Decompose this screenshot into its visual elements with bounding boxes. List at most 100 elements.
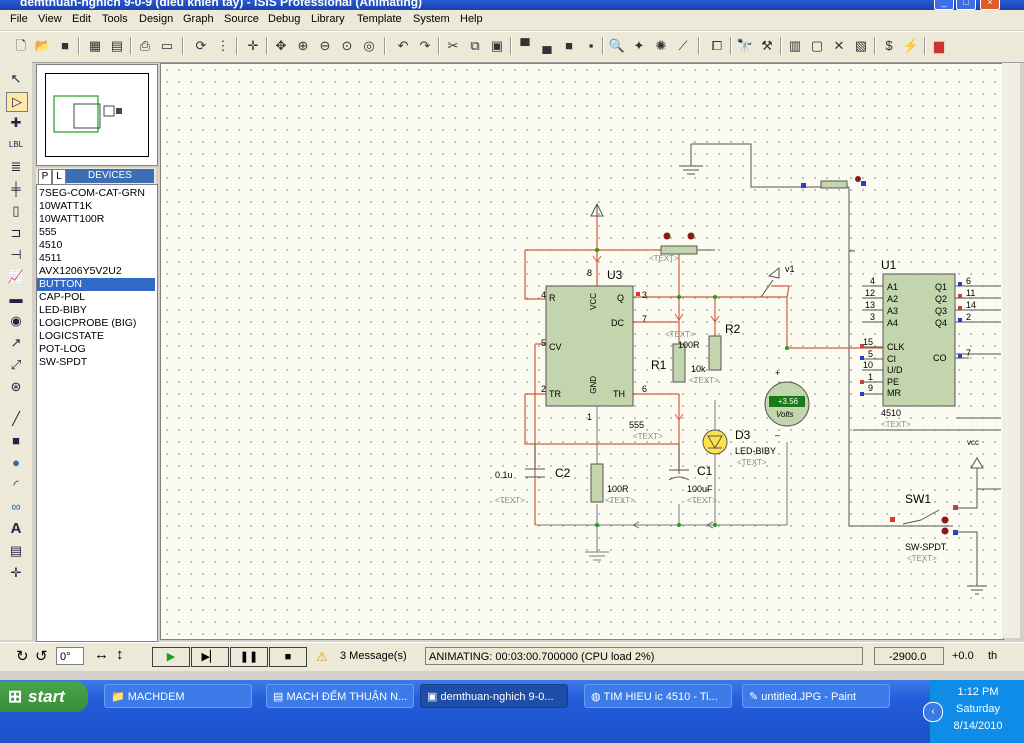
task-firefox[interactable]: ◍ TIM HIEU ic 4510 - Ti... <box>584 684 732 708</box>
device-item[interactable]: 4511 <box>39 252 62 264</box>
device-item[interactable]: CAP-POL <box>39 291 86 303</box>
device-item[interactable]: LED-BIBY <box>39 304 87 316</box>
tray-expand-icon[interactable]: ‹ <box>923 702 943 722</box>
zoom-area-icon[interactable]: ◎ <box>363 38 375 53</box>
remove-sheet-icon[interactable]: ▢ <box>810 38 824 53</box>
print-icon[interactable]: ⎙ <box>139 38 151 53</box>
device-item[interactable]: LOGICPROBE (BIG) <box>39 317 137 329</box>
bom-icon[interactable]: ▧ <box>854 38 868 53</box>
library-manager-button[interactable]: L <box>52 169 66 185</box>
undo-icon[interactable]: ↶ <box>397 38 409 53</box>
menu-file[interactable]: File <box>10 13 28 25</box>
block-move-icon[interactable]: ▄ <box>542 38 552 53</box>
wire-autorouter-icon[interactable]: ⧠ <box>711 38 723 53</box>
play-button[interactable]: ▶ <box>152 647 190 667</box>
page-setup-icon[interactable]: ▭ <box>160 38 174 53</box>
copy-icon[interactable]: ⧉ <box>470 38 480 53</box>
stop-button[interactable]: ■ <box>269 647 307 667</box>
zoom-all-icon[interactable]: ⊙ <box>341 38 353 53</box>
block-rotate-icon[interactable]: ■ <box>565 38 573 53</box>
packaging-icon[interactable]: ✺ <box>655 38 667 53</box>
text-icon[interactable]: A <box>10 520 22 537</box>
circle-icon[interactable]: ● <box>12 455 20 470</box>
import-icon[interactable]: ▦ <box>88 38 102 53</box>
messages-count[interactable]: 3 Message(s) <box>340 650 407 662</box>
device-item[interactable]: POT-LOG <box>39 343 86 355</box>
device-item[interactable]: 10WATT100R <box>39 213 105 225</box>
maximize-button[interactable]: □ <box>956 0 976 10</box>
device-pin-icon[interactable]: ⊣ <box>10 247 22 262</box>
exit-to-parent-icon[interactable]: ✕ <box>833 38 845 53</box>
close-button[interactable]: × <box>980 0 1000 10</box>
menu-graph[interactable]: Graph <box>183 13 214 25</box>
zoom-out-icon[interactable]: ⊖ <box>319 38 331 53</box>
component-mode-icon[interactable]: ▷ <box>6 92 28 112</box>
pick-device-icon[interactable]: 🔍 <box>608 38 626 53</box>
graph-icon[interactable]: 📈 <box>7 269 25 284</box>
pause-button[interactable]: ❚❚ <box>230 647 268 667</box>
overview-panel[interactable] <box>36 64 158 166</box>
selection-mode-icon[interactable]: ↖ <box>10 71 22 86</box>
mirror-vertical-icon[interactable]: ↕ <box>116 646 124 663</box>
block-delete-icon[interactable]: ▪ <box>588 38 594 53</box>
device-item[interactable]: 4510 <box>39 239 63 251</box>
open-folder-icon[interactable]: 📂 <box>34 38 52 53</box>
grid-icon[interactable]: ⋮ <box>216 38 230 53</box>
line-icon[interactable]: ╱ <box>12 411 20 426</box>
menu-source[interactable]: Source <box>224 13 259 25</box>
device-item[interactable]: LOGICSTATE <box>39 330 104 342</box>
subcircuit-icon[interactable]: ▯ <box>12 203 20 218</box>
vertical-scrollbar[interactable] <box>1002 63 1020 638</box>
device-item-selected[interactable]: BUTTON <box>37 278 155 291</box>
minimize-button[interactable]: _ <box>934 0 954 10</box>
menu-template[interactable]: Template <box>357 13 402 25</box>
rotation-angle-field[interactable]: 0° <box>56 647 84 665</box>
menu-view[interactable]: View <box>38 13 62 25</box>
export-icon[interactable]: ▤ <box>110 38 124 53</box>
menu-debug[interactable]: Debug <box>268 13 301 25</box>
refresh-icon[interactable]: ⟳ <box>195 38 207 53</box>
symbol-icon[interactable]: ▤ <box>9 543 23 558</box>
device-item[interactable]: 555 <box>39 226 57 238</box>
arc-icon[interactable]: ◜ <box>13 477 19 492</box>
menu-tools[interactable]: Tools <box>102 13 128 25</box>
terminal-icon[interactable]: ⊐ <box>10 225 22 240</box>
netlist-icon[interactable]: ⚡ <box>902 38 920 53</box>
make-device-icon[interactable]: ✦ <box>633 38 645 53</box>
block-copy-icon[interactable]: ▀ <box>520 38 530 53</box>
menu-edit[interactable]: Edit <box>72 13 91 25</box>
device-item[interactable]: 10WATT1K <box>39 200 93 212</box>
zoom-in-icon[interactable]: ⊕ <box>297 38 309 53</box>
pan-icon[interactable]: ✥ <box>275 38 287 53</box>
voltage-probe-icon[interactable]: ↗ <box>10 335 22 350</box>
search-icon[interactable]: 🔭 <box>736 38 754 53</box>
bus-icon[interactable]: ╪ <box>11 181 21 196</box>
path-icon[interactable]: ∞ <box>11 499 21 514</box>
ares-icon[interactable]: ▆ <box>934 38 944 53</box>
save-icon[interactable]: ■ <box>61 38 69 53</box>
current-probe-icon[interactable]: ⤢ <box>10 357 22 372</box>
decompose-icon[interactable]: ⟋ <box>678 38 688 53</box>
start-button[interactable]: ⊞ start <box>0 682 88 712</box>
paste-icon[interactable]: ▣ <box>490 38 504 53</box>
electrical-rules-icon[interactable]: $ <box>885 38 893 53</box>
property-tool-icon[interactable]: ⚒ <box>761 38 773 53</box>
rotate-clockwise-icon[interactable]: ↻ <box>16 648 29 665</box>
wire-label-icon[interactable]: LBL <box>8 140 24 149</box>
redo-icon[interactable]: ↷ <box>419 38 431 53</box>
rotate-anticlockwise-icon[interactable]: ↺ <box>35 648 48 665</box>
device-list[interactable]: 7SEG-COM-CAT-GRN 10WATT1K 10WATT100R 555… <box>36 184 158 642</box>
menu-design[interactable]: Design <box>139 13 174 25</box>
device-item[interactable]: SW-SPDT <box>39 356 88 368</box>
mirror-horizontal-icon[interactable]: ↔ <box>94 646 109 663</box>
pick-devices-button[interactable]: P <box>38 169 52 185</box>
text-script-icon[interactable]: ≣ <box>10 159 22 174</box>
marker-icon[interactable]: ✛ <box>10 565 22 580</box>
new-sheet-icon[interactable]: ▥ <box>788 38 802 53</box>
new-file-icon[interactable]: 🗋 <box>15 38 27 53</box>
menu-system[interactable]: System <box>413 13 450 25</box>
virtual-instrument-icon[interactable]: ⊛ <box>10 379 22 394</box>
schematic-canvas[interactable]: U3 R VCC Q DC CV TR GND TH 4 8 3 7 5 2 1… <box>160 63 1004 640</box>
task-isis[interactable]: ▣ demthuan-nghich 9-0... <box>420 684 568 708</box>
task-mach-dem-doc[interactable]: ▤ MACH ĐẾM THUẬN N... <box>266 684 414 708</box>
